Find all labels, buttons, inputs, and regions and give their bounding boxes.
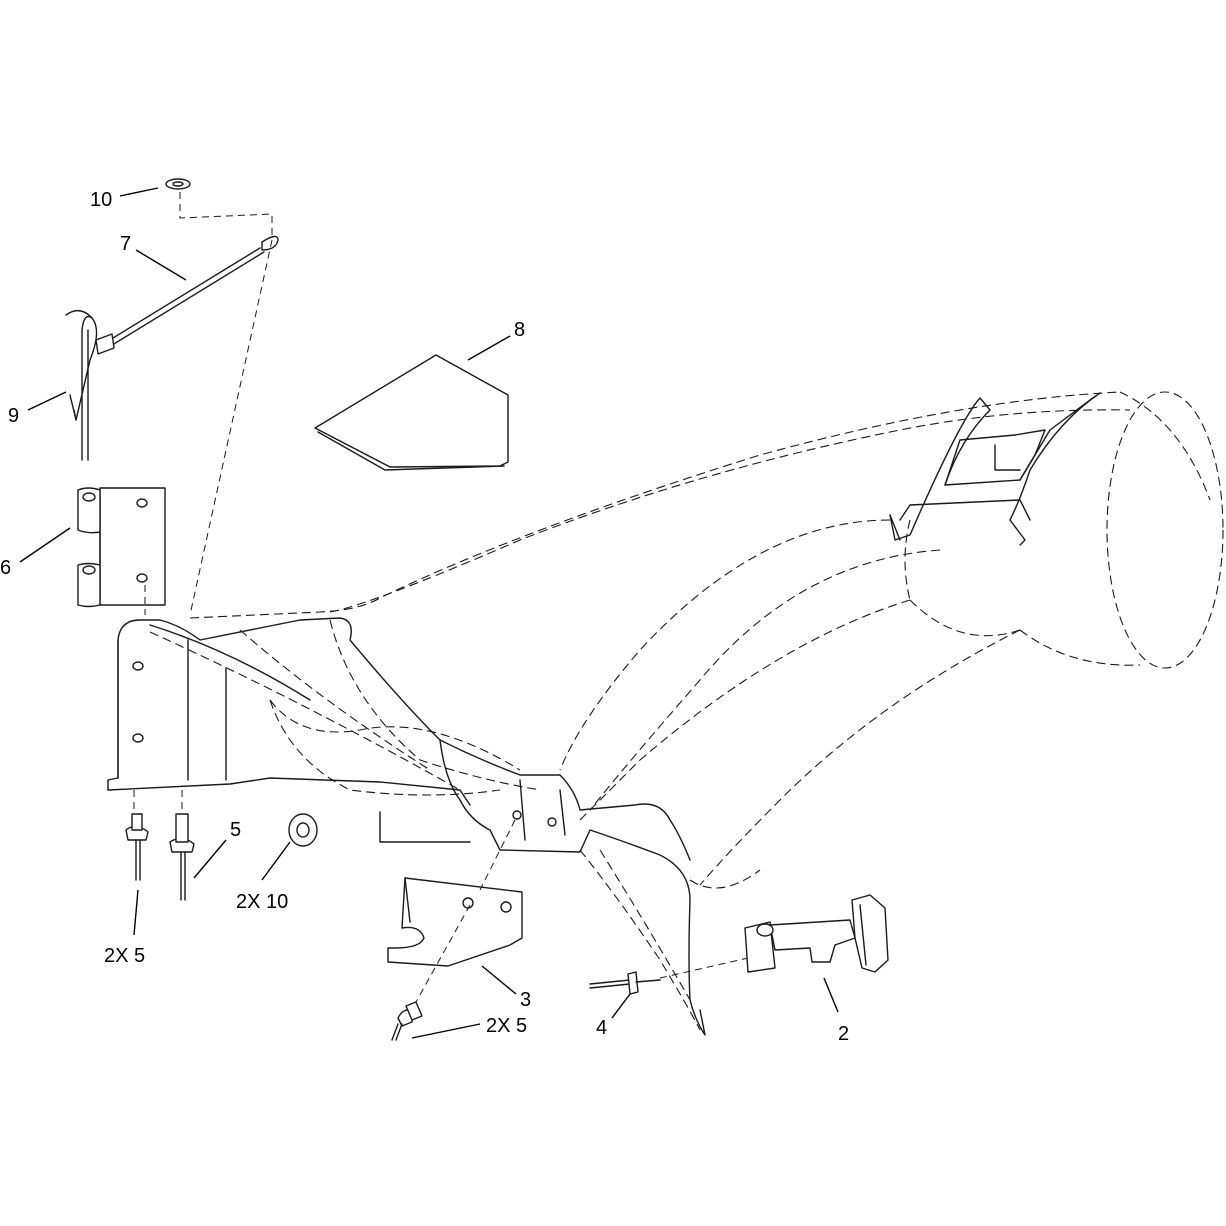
- mounting-plate-part-3: [387, 877, 523, 967]
- deflector-mount-bracket: [107, 617, 706, 1036]
- callout-7: 7: [120, 233, 131, 255]
- callout-5: 5: [230, 819, 241, 841]
- callout-2x10: 2X 10: [236, 891, 288, 913]
- callout-4: 4: [596, 1017, 607, 1039]
- callout-2x5-bottom: 2X 5: [486, 1015, 527, 1037]
- callout-8: 8: [514, 319, 525, 341]
- discharge-chute: [149, 391, 1224, 1031]
- rivet-part-5-left: [125, 813, 149, 881]
- hinge-part-6: [77, 487, 166, 608]
- washer-part-10: [165, 178, 191, 190]
- callout-9: 9: [8, 405, 19, 427]
- callout-6: 6: [0, 557, 11, 579]
- leader-lines: [19, 187, 839, 1039]
- hairpin-clip-part-9: [65, 310, 98, 461]
- rivet-part-5-center: [169, 813, 195, 901]
- clevis-pin-part-4: [589, 971, 661, 995]
- callout-10-top: 10: [90, 189, 112, 211]
- deflector-plate-part-8: [314, 354, 509, 471]
- callout-3: 3: [520, 989, 531, 1011]
- latch-handle-part-2: [744, 894, 889, 973]
- lanyard-cable-part-7: [95, 235, 279, 355]
- callout-2: 2: [838, 1023, 849, 1045]
- callout-2x5-left: 2X 5: [104, 945, 145, 967]
- chute-top-saddle: [889, 392, 1101, 546]
- washer-part-10-lower: [288, 813, 318, 847]
- rivet-part-5-bottom: [391, 1001, 423, 1041]
